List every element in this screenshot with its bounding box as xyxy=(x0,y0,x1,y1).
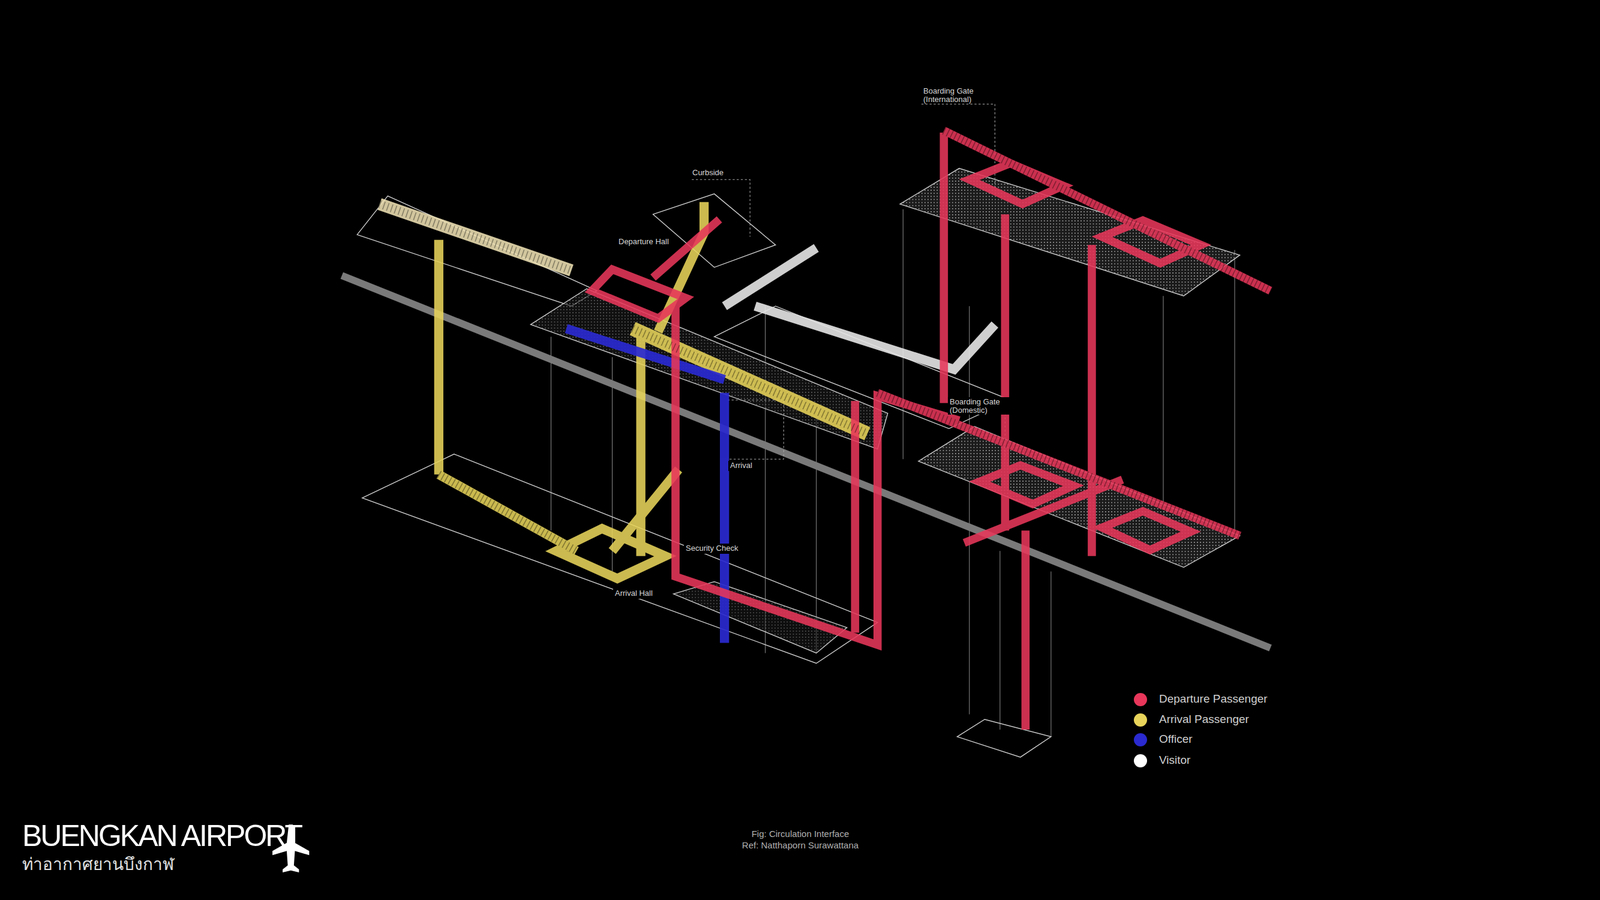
legend-text: Visitor xyxy=(1159,753,1191,767)
area-label: Ref: Natthaporn Surawattana xyxy=(742,839,859,851)
area-label: Curbside xyxy=(690,167,726,179)
area-label: Arrival xyxy=(728,460,755,471)
area-label: Security Check xyxy=(683,543,740,554)
legend-swatch xyxy=(1133,692,1148,707)
legend-text: Officer xyxy=(1159,732,1193,746)
legend-swatch xyxy=(1133,733,1148,747)
area-label: Departure Hall xyxy=(616,236,671,248)
area-label: ท่าอากาศยานบึงกาฬ xyxy=(22,854,174,875)
area-label: Boarding Gate (International) xyxy=(921,86,986,104)
figure-caption: Fig: Circulation Interface xyxy=(751,828,850,839)
legend-swatch xyxy=(1133,713,1148,727)
legend-text: Arrival Passenger xyxy=(1159,712,1250,726)
area-label: Boarding Gate (Domestic) xyxy=(947,397,1012,415)
logo-title: BUENGKAN AIRPORT xyxy=(22,820,302,851)
legend-swatch xyxy=(1133,754,1148,768)
area-label: Arrival Hall xyxy=(613,588,655,599)
legend-text: Departure Passenger xyxy=(1159,692,1268,706)
